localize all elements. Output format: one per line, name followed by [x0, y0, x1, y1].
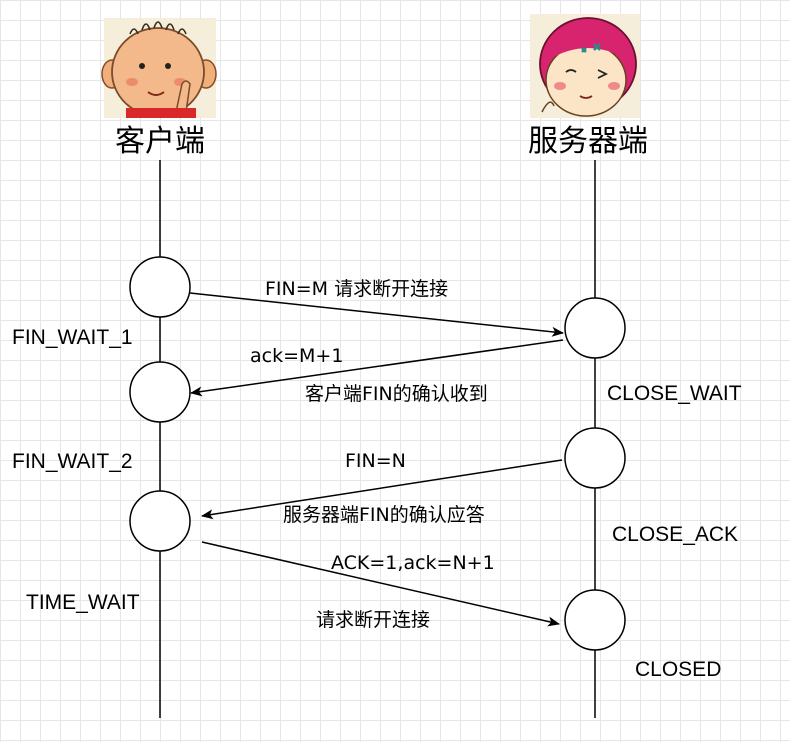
server-event-2 — [564, 427, 626, 489]
message-2-label: ack=M+1 — [250, 345, 343, 367]
server-state-close-wait: CLOSE_WAIT — [607, 382, 742, 405]
client-event-1 — [129, 256, 191, 318]
message-arrow-2 — [190, 339, 564, 397]
client-event-3 — [129, 490, 191, 552]
message-3-description: 服务器端FIN的确认应答 — [283, 504, 485, 526]
client-state-fin-wait-1: FIN_WAIT_1 — [12, 326, 133, 349]
server-avatar — [530, 14, 640, 118]
message-4-label: ACK=1,ack=N+1 — [331, 552, 495, 574]
message-4-description: 请求断开连接 — [316, 609, 430, 631]
server-state-closed: CLOSED — [635, 658, 721, 681]
client-event-2 — [129, 361, 191, 423]
server-event-3 — [564, 589, 626, 651]
server-state-close-ack: CLOSE_ACK — [612, 523, 738, 546]
message-arrow-3 — [201, 459, 563, 520]
message-3-label: FIN=N — [345, 450, 406, 472]
message-arrow-1 — [189, 292, 564, 337]
client-state-time-wait: TIME_WAIT — [26, 591, 140, 614]
message-2-description: 客户端FIN的确认收到 — [305, 383, 488, 405]
client-label: 客户端 — [115, 124, 205, 159]
server-label: 服务器端 — [528, 124, 648, 159]
client-avatar — [101, 18, 217, 118]
message-1-label: FIN=M 请求断开连接 — [265, 278, 448, 300]
server-event-1 — [564, 297, 626, 359]
client-state-fin-wait-2: FIN_WAIT_2 — [12, 450, 133, 473]
message-arrow-4 — [201, 541, 560, 627]
